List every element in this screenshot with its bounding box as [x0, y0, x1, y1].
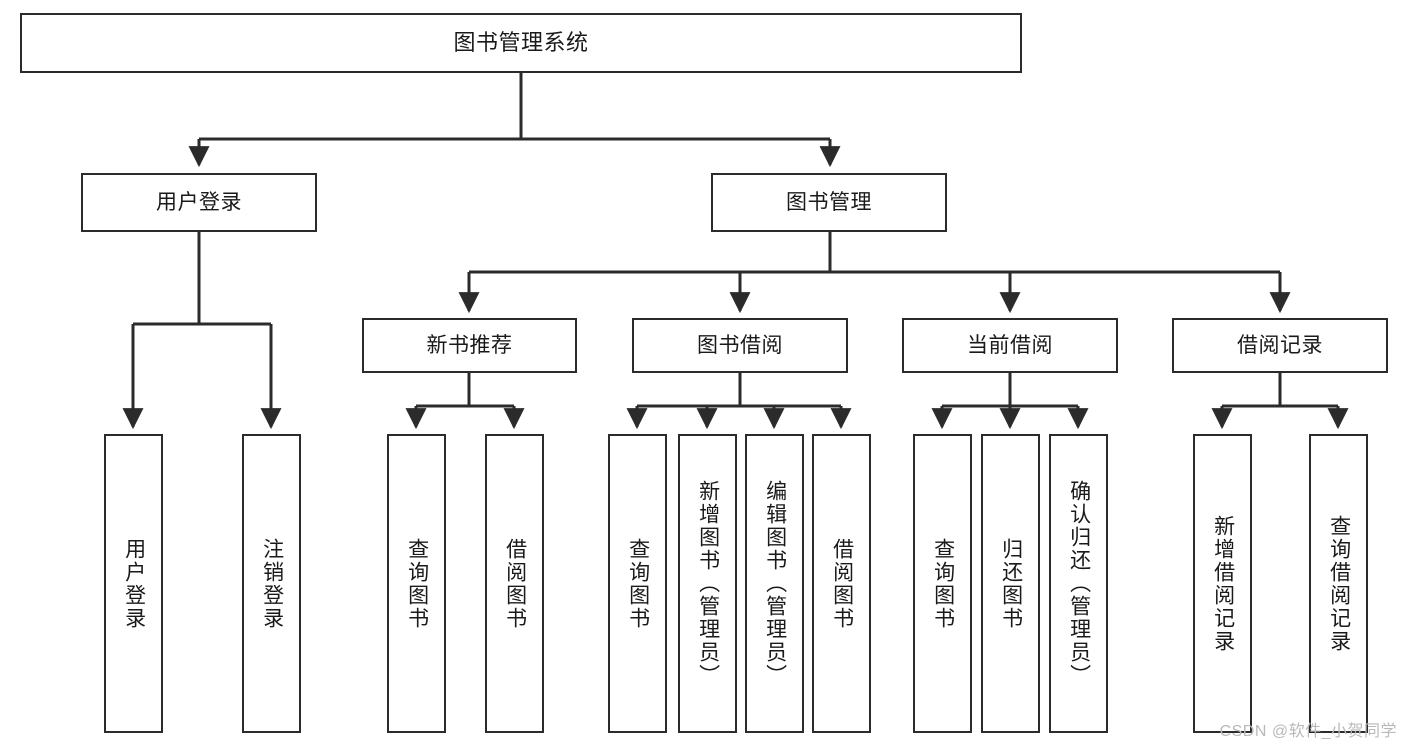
node-leaf-query-borrow-record[interactable]: 查询借阅记录 [1309, 434, 1368, 733]
node-label: 图书管理系统 [453, 29, 589, 55]
csdn-watermark: CSDN @软件_小贺同学 [1219, 723, 1397, 740]
node-label: 图书管理 [786, 190, 872, 214]
node-label: 编辑图书（管理员） [763, 480, 787, 687]
node-root-book-management-system[interactable]: 图书管理系统 [20, 13, 1022, 73]
node-label: 注销登录 [260, 537, 284, 630]
node-leaf-query-book-current[interactable]: 查询图书 [913, 434, 972, 733]
node-label: 新增借阅记录 [1211, 514, 1235, 653]
node-label: 用户登录 [156, 190, 242, 214]
node-leaf-query-book-recommend[interactable]: 查询图书 [387, 434, 446, 733]
node-borrow-record[interactable]: 借阅记录 [1172, 318, 1388, 373]
node-leaf-add-book[interactable]: 新增图书（管理员） [678, 434, 737, 733]
node-label: 图书借阅 [697, 333, 783, 357]
node-leaf-borrow-book-recommend[interactable]: 借阅图书 [485, 434, 544, 733]
node-current-borrow[interactable]: 当前借阅 [902, 318, 1118, 373]
node-leaf-logout-login[interactable]: 注销登录 [242, 434, 301, 733]
node-leaf-confirm-return[interactable]: 确认归还（管理员） [1049, 434, 1108, 733]
node-label: 确认归还（管理员） [1067, 480, 1091, 687]
node-label: 新书推荐 [426, 333, 513, 357]
node-label: 借阅记录 [1237, 333, 1323, 357]
node-label: 查询借阅记录 [1327, 514, 1351, 653]
node-leaf-edit-book[interactable]: 编辑图书（管理员） [745, 434, 804, 733]
node-label: 查询图书 [405, 537, 429, 630]
node-label: 用户登录 [122, 537, 146, 630]
node-label: 查询图书 [931, 537, 955, 630]
node-leaf-return-book[interactable]: 归还图书 [981, 434, 1040, 733]
node-leaf-borrow-book[interactable]: 借阅图书 [812, 434, 871, 733]
node-new-book-recommend[interactable]: 新书推荐 [362, 318, 577, 373]
node-label: 查询图书 [626, 537, 650, 630]
node-leaf-add-borrow-record[interactable]: 新增借阅记录 [1193, 434, 1252, 733]
node-user-login[interactable]: 用户登录 [81, 173, 317, 232]
node-label: 新增图书（管理员） [696, 480, 720, 687]
node-book-management[interactable]: 图书管理 [711, 173, 947, 232]
node-label: 借阅图书 [503, 537, 527, 630]
node-book-borrow[interactable]: 图书借阅 [632, 318, 848, 373]
node-leaf-user-login[interactable]: 用户登录 [104, 434, 163, 733]
node-label: 借阅图书 [830, 537, 854, 630]
node-label: 归还图书 [999, 537, 1023, 630]
node-leaf-query-book-borrow[interactable]: 查询图书 [608, 434, 667, 733]
node-label: 当前借阅 [967, 333, 1053, 357]
